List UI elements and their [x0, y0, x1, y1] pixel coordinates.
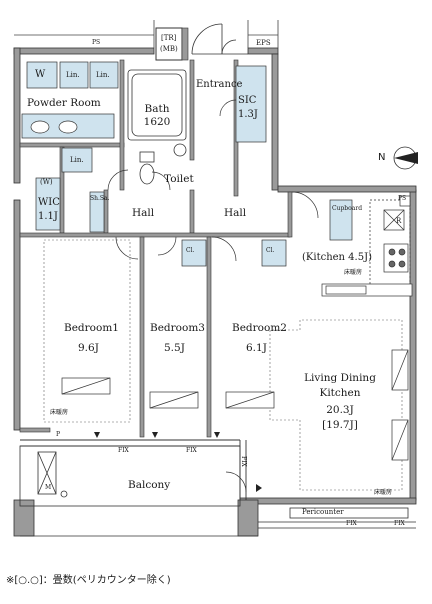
- m-label: M: [45, 484, 52, 491]
- ldk-size: 20.3J: [326, 404, 354, 416]
- wic-box: [35, 177, 61, 231]
- bedroom1-size: 9.6J: [78, 342, 99, 354]
- window-markers: [94, 432, 262, 492]
- sic-label: SIC: [238, 95, 257, 106]
- sh-sa-label: Sh.Sa.: [90, 195, 110, 202]
- storage-units: [21, 61, 353, 267]
- closet-1: [181, 239, 207, 267]
- bath-label: Bath: [144, 103, 170, 115]
- vanity-sinks: [30, 120, 78, 134]
- fix-2-label: FIX: [186, 447, 197, 454]
- window-storage: [61, 349, 409, 461]
- eps-label: EPS: [256, 39, 271, 47]
- bedroom2-size: 6.1J: [246, 342, 267, 354]
- north-label: N: [378, 152, 386, 163]
- cupboard-box: [329, 199, 353, 241]
- door-swings: [107, 99, 319, 493]
- ps-label-top: PS: [92, 39, 101, 46]
- ldk-label-2: Kitchen: [319, 387, 361, 399]
- toilet-fixture: [139, 143, 187, 185]
- entrance-label: Entrance: [196, 79, 243, 90]
- pericounter-label: Pericounter: [302, 508, 344, 516]
- pericounter-band: [258, 507, 416, 529]
- r-label: R: [396, 217, 402, 225]
- closet-2: [261, 239, 287, 267]
- fix-3-label: FIX: [346, 520, 357, 527]
- shoe-shelf: [89, 191, 105, 233]
- closet-2-label: Cl.: [266, 247, 275, 254]
- linen-3: [61, 147, 93, 173]
- hall-1-label: Hall: [132, 207, 155, 219]
- wic-size: 1.1J: [38, 211, 58, 222]
- linen-3-label: Lin.: [70, 156, 84, 164]
- floor-heating-areas: [43, 239, 403, 491]
- ps-kitchen-label: PS: [398, 195, 407, 202]
- ps-eps-lines: [14, 20, 279, 48]
- footnote: ※[○.○]：畳数(ペリカウンター除く): [6, 575, 171, 586]
- tr-mb-box: [155, 27, 189, 61]
- north-arrow-icon: [393, 146, 418, 170]
- ldk-label-1: Living Dining: [304, 372, 376, 384]
- cupboard-label: Cupboard: [332, 205, 363, 212]
- hall-2-label: Hall: [224, 207, 247, 219]
- closet-1-label: Cl.: [186, 247, 195, 254]
- wic-label: WIC: [38, 197, 60, 208]
- p-label: P: [56, 431, 61, 438]
- balcony-outline: [19, 445, 258, 537]
- bath-tub: [127, 69, 187, 141]
- floor-heat-ldk-label: 床暖房: [374, 489, 393, 496]
- fix-1-label: FIX: [118, 447, 129, 454]
- bedroom3-size: 5.5J: [164, 342, 185, 354]
- kitchen-counter: [321, 195, 413, 297]
- ldk-size-alt: [19.7J]: [322, 419, 358, 431]
- linen-1-label: Lin.: [66, 71, 80, 79]
- washer-label: W: [35, 69, 46, 80]
- w-small-label: (W): [40, 178, 53, 186]
- powder-room-label: Powder Room: [27, 97, 101, 109]
- bedroom1-label: Bedroom1: [64, 322, 119, 334]
- outer-walls: [13, 47, 417, 537]
- toilet-label: Toilet: [164, 173, 194, 185]
- entrance-door: [191, 23, 248, 55]
- sic-box: [235, 65, 267, 143]
- kitchen-label: (Kitchen 4.5J): [302, 252, 372, 263]
- tr-label: [TR]: [161, 34, 177, 42]
- bath-size: 1620: [143, 116, 171, 128]
- linen-2-label: Lin.: [96, 71, 110, 79]
- bedroom2-label: Bedroom2: [232, 322, 287, 334]
- balcony-window-line: [20, 439, 247, 500]
- floor-heat-kitchen-label: 床暖房: [344, 269, 363, 276]
- washer-box: [26, 61, 58, 89]
- linen-2: [89, 61, 119, 89]
- bedroom3-label: Bedroom3: [150, 322, 205, 334]
- balcony-label: Balcony: [128, 479, 171, 491]
- mb-label: (MB): [160, 45, 178, 53]
- sic-size: 1.3J: [238, 109, 258, 120]
- linen-1: [59, 61, 89, 89]
- floor-heat-bed-label: 床暖房: [50, 409, 69, 416]
- fix-vertical-label: FIX: [240, 456, 247, 467]
- fix-4-label: FIX: [394, 520, 405, 527]
